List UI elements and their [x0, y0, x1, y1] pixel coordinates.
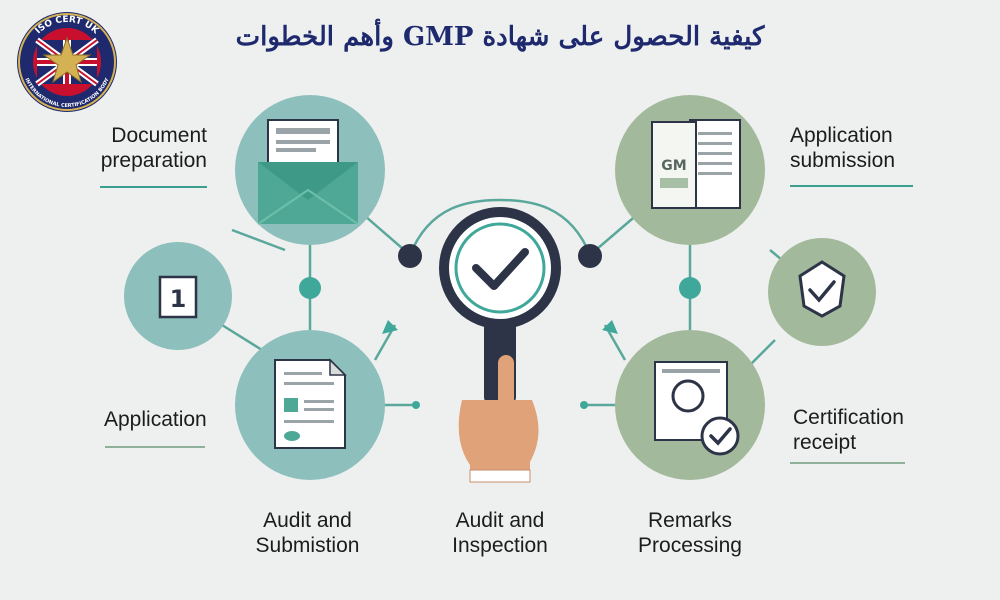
magnifier-check-icon — [439, 207, 561, 483]
step-number: 1 — [170, 285, 187, 313]
certification-receipt-underline — [790, 462, 905, 464]
application-submission-underline — [790, 185, 913, 187]
teal-node-right — [679, 277, 701, 299]
application-underline — [105, 446, 205, 448]
shield-check-icon — [798, 260, 846, 318]
dot-marker-left — [412, 401, 420, 409]
hand-icon — [458, 355, 539, 483]
dot-marker-right — [580, 401, 588, 409]
application-form-icon — [274, 358, 347, 449]
gold-star-icon — [42, 36, 92, 84]
gmp-document-icon: GM — [651, 119, 741, 209]
connector-lines — [221, 189, 801, 407]
arrow-marker-right — [602, 320, 618, 334]
remarks-processing-label: Remarks Processing — [638, 509, 742, 557]
certificate-check-icon — [654, 361, 740, 456]
teal-node-left — [299, 277, 321, 299]
dark-node-right — [578, 244, 602, 268]
application-submission-label: Application submission — [790, 124, 896, 172]
arrow-marker-left — [382, 320, 398, 334]
application-label: Application — [104, 408, 207, 431]
document-preparation-underline — [100, 186, 207, 188]
document-preparation-label: Document preparation — [100, 124, 207, 172]
dark-node-left — [398, 244, 422, 268]
audit-inspection-label: Audit and Inspection — [452, 509, 548, 557]
envelope-documents-icon — [257, 119, 359, 225]
iso-cert-uk-logo: ISO CERT UK INTERNATIONAL CERTIFICATION … — [17, 12, 117, 112]
number-one-icon: 1 — [158, 275, 198, 319]
page-title: كيفية الحصول على شهادة GMP وأهم الخطوات — [235, 22, 765, 52]
audit-submission-label: Audit and Submistion — [255, 509, 360, 557]
certification-receipt-label: Certification receipt — [793, 406, 904, 454]
svg-text:GM: GM — [661, 158, 686, 174]
